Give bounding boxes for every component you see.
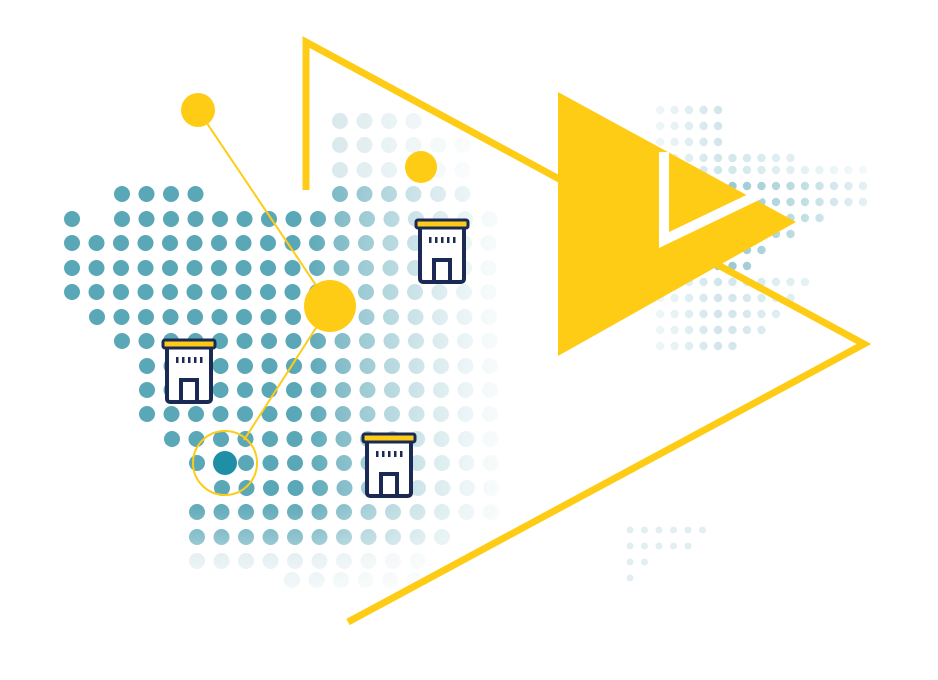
building-icon <box>361 432 417 498</box>
play-arrow-notch <box>659 152 763 248</box>
map-dot <box>655 542 663 550</box>
building-roof <box>161 338 217 350</box>
connection-node-icon <box>405 151 437 183</box>
building-window <box>188 357 191 363</box>
building-body <box>418 224 466 284</box>
building-window <box>194 357 197 363</box>
building-body <box>165 344 213 404</box>
map-dot <box>699 526 706 534</box>
map-dot <box>626 542 634 550</box>
map-dot <box>684 542 692 550</box>
map-dot <box>626 526 634 534</box>
building-window <box>441 237 444 243</box>
connection-node-icon <box>304 280 356 332</box>
building-window <box>200 357 203 363</box>
connection-node-icon <box>181 93 215 127</box>
building-window <box>453 237 456 243</box>
map-dot <box>641 542 648 550</box>
building-window <box>382 451 385 457</box>
building-window <box>388 451 391 457</box>
map-dot <box>641 558 648 566</box>
dot-strip-faint <box>626 526 706 582</box>
building-window <box>447 237 450 243</box>
building-icon <box>414 218 470 284</box>
building-roof <box>361 432 417 444</box>
building-icon <box>161 338 217 404</box>
map-dot <box>684 526 692 534</box>
building-body <box>365 438 413 498</box>
building-door <box>432 258 452 280</box>
map-dot <box>641 526 648 534</box>
map-dot <box>626 574 634 582</box>
building-window <box>176 357 179 363</box>
building-door <box>379 472 399 494</box>
building-window <box>182 357 185 363</box>
location-ring <box>192 430 258 496</box>
building-window <box>376 451 379 457</box>
dot-fade-bottom <box>60 500 520 600</box>
building-window <box>435 237 438 243</box>
connection-lines <box>197 109 331 441</box>
building-window <box>400 451 403 457</box>
play-arrow-icon <box>558 92 796 356</box>
map-dot <box>655 526 663 534</box>
map-dot <box>670 542 677 550</box>
building-door <box>179 378 199 400</box>
building-roof <box>414 218 470 230</box>
map-dot <box>626 558 634 566</box>
building-window <box>394 451 397 457</box>
building-window <box>429 237 432 243</box>
map-dot <box>670 526 677 534</box>
location-pin-icon <box>213 451 237 475</box>
